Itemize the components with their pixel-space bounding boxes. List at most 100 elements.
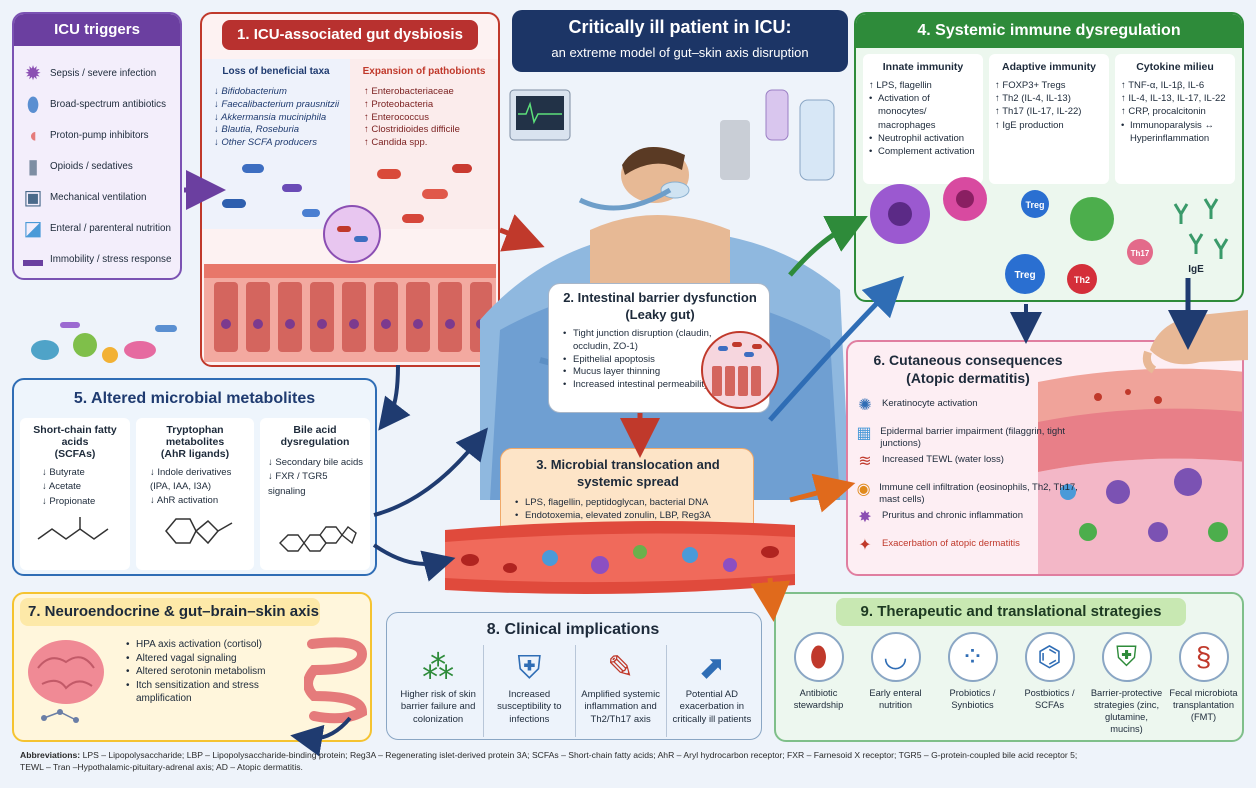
translocation-list: LPS, flagellin, peptidoglycan, bacterial… xyxy=(515,497,751,523)
metabolites-title: 5. Altered microbial metabolites xyxy=(73,390,316,407)
immune-column: Innate immunity↑ LPS, flagellin•Activati… xyxy=(863,54,983,184)
therapeutic-label: Antibiotic stewardship xyxy=(793,688,844,711)
neuro-item: Itch sensitization and stress amplificat… xyxy=(126,679,311,706)
trigger-label: Immobility / stress response xyxy=(50,254,172,265)
bile-acid-column: Bile acid dysregulation ↓ Secondary bile… xyxy=(260,418,370,570)
barrier-item: Tight junction disruption (claudin, occl… xyxy=(563,328,713,354)
bullet: • xyxy=(869,132,873,144)
neuro-item: Altered serotonin metabolism xyxy=(126,665,311,679)
immune-item-text: Neutrophil activation xyxy=(878,132,965,144)
cell-label-treg-1: Treg xyxy=(1025,200,1044,210)
skin-illustration xyxy=(1038,342,1242,574)
center-title-line2: an extreme model of gut–skin axis disrup… xyxy=(551,45,809,60)
barrier-item: Epithelial apoptosis xyxy=(563,354,713,367)
scfa-structure-icon xyxy=(34,513,130,549)
skin-bacteria-icon: ⁂ xyxy=(422,649,455,685)
virus-icon: ✹ xyxy=(24,62,42,85)
immune-item: •Immunoparalysis ↔ Hyperinflammation xyxy=(1121,119,1229,146)
arrow-metabolites-to-patient xyxy=(373,427,488,517)
cutaneous-label: Epidermal barrier impairment (filaggrin,… xyxy=(880,426,1066,450)
arrow-translocation-to-immune xyxy=(768,275,905,422)
arrow-dysbiosis-to-patient xyxy=(499,214,545,252)
scfa-item: ↓ Propionate xyxy=(42,495,96,507)
icu-triggers-list: ✹Sepsis / severe infection⬮Broad-spectru… xyxy=(22,58,176,275)
cutaneous-label: Increased TEWL (water loss) xyxy=(882,454,1004,465)
immune-item-text: ↑ CRP, procalcitonin xyxy=(1121,106,1206,118)
blood-vessel-illustration xyxy=(440,510,800,605)
immune-cell-icon: ◉ xyxy=(856,481,871,498)
keratinocyte-icon: ✺ xyxy=(858,397,872,414)
tryptophan-item: ↓ Indole derivatives (IPA, IAA, I3A) xyxy=(150,467,232,492)
immune-column: Cytokine milieu↑ TNF-α, IL-1β, IL-6↑ IL-… xyxy=(1115,54,1235,184)
cell-label-ige: IgE xyxy=(1188,264,1204,275)
bullet: • xyxy=(1121,119,1125,131)
arrow-vessel-to-therapeutic xyxy=(750,577,791,622)
arrow-vessel-to-cutaneous xyxy=(789,473,856,513)
immune-item: ↑ LPS, flagellin xyxy=(869,79,977,92)
scfa-list: ↓ Butyrate ↓ Acetate ↓ Propionate xyxy=(42,466,130,509)
immune-item: ↑ FOXP3+ Tregs xyxy=(995,79,1103,92)
scfa-item: ↓ Acetate xyxy=(42,481,82,493)
abbreviations-text-2: TEWL – Tran –Hypothalamic-pituitary-adre… xyxy=(20,761,303,772)
translocation-title-line2: systemic spread xyxy=(577,474,679,489)
indole-structure-icon xyxy=(156,511,254,551)
cutaneous-item: ✦ Exacerbation of atopic dermatitis xyxy=(856,538,1086,566)
immune-item: • Neutrophil activation xyxy=(869,132,977,145)
stomach-icon: ◖ xyxy=(26,124,40,147)
therapeutic-panel: 9. Therapeutic and translational strateg… xyxy=(774,592,1244,742)
pathobiont-item: ↑ Proteobacteria xyxy=(364,98,434,110)
cutaneous-item: ✺ Keratinocyte activation xyxy=(856,398,1086,426)
bile-acid-list: ↓ Secondary bile acids↓ FXR / TGR5 signa… xyxy=(268,456,366,499)
iv-bag-icon: ◪ xyxy=(23,217,43,240)
flare-icon: ✦ xyxy=(858,537,872,554)
tewl-icon: ≋ xyxy=(858,453,872,470)
immune-item-text: Complement activation xyxy=(878,146,975,158)
arrow-neuro-return xyxy=(290,716,352,757)
immune-panel: 4. Systemic immune dysregulation Innate … xyxy=(854,12,1244,302)
probiotic-icon: ⁘ xyxy=(960,641,985,672)
immune-item-text: ↑ Th2 (IL-4, IL-13) xyxy=(995,92,1071,104)
therapeutic-item: ◡Early enteral nutrition xyxy=(857,630,934,740)
bullet: • xyxy=(869,146,873,158)
gain-zone xyxy=(350,59,498,229)
cutaneous-label: Exacerbation of atopic dermatitis xyxy=(882,538,1020,549)
trigger-item: ▮Opioids / sedatives xyxy=(22,151,176,182)
gain-list: ↑ Enterobacteriaceae↑ Proteobacteria↑ En… xyxy=(364,86,498,150)
immune-cells-illustration: Treg Treg Th17 Th2 IgE xyxy=(860,174,1238,300)
therapeutic-item: §Fecal microbiota transplantation (FMT) xyxy=(1165,630,1242,740)
clinical-item: ✎Amplified systemic inflammation and Th2… xyxy=(574,645,666,737)
bile-acid-title: Bile acid dysregulation xyxy=(280,424,350,448)
cutaneous-label: Keratinocyte activation xyxy=(882,398,978,409)
immune-item-text: ↑ IgE production xyxy=(995,119,1064,131)
clinical-label: Potential AD exacerbation in critically … xyxy=(672,689,752,725)
barrier-icon: ▦ xyxy=(856,425,872,442)
cutaneous-label: Immune cell infiltration (eosinophils, T… xyxy=(879,482,1078,506)
scfa-item: ↓ Butyrate xyxy=(42,467,85,478)
translocation-item: Endotoxemia, elevated zonulin, LBP, Reg3… xyxy=(515,510,751,523)
ventilator-icon: ▣ xyxy=(23,186,43,209)
clinical-label: Increased susceptibility to infections xyxy=(497,689,562,725)
trigger-label: Broad-spectrum antibiotics xyxy=(50,99,166,110)
immune-item-text: ↑ FOXP3+ Tregs xyxy=(995,79,1066,91)
center-title-line1: Critically ill patient in ICU: xyxy=(568,17,792,37)
shield-icon: ⛨ xyxy=(517,649,542,685)
cutaneous-list: ✺ Keratinocyte activation ▦ Epidermal barri… xyxy=(856,398,1086,566)
intestine-icon: § xyxy=(1195,641,1212,672)
trigger-item: ▬Immobility / stress response xyxy=(22,244,176,275)
abbreviations-text-1: LPS – Lipopolysaccharide; LBP – Lipopoly… xyxy=(82,750,1078,760)
cutaneous-item: ▦ Epidermal barrier impairment (filaggrin… xyxy=(856,426,1086,454)
inflammation-icon: ✸ xyxy=(858,509,872,526)
cell-label-th2: Th2 xyxy=(1074,275,1090,285)
trend-chart-icon: ⬈ xyxy=(698,649,726,685)
brain-icon xyxy=(24,632,110,732)
loss-taxon-item: ↓ Faecalibacterium prausnitzii xyxy=(214,98,340,110)
neuro-item: Altered vagal signaling xyxy=(126,652,311,666)
therapeutic-item: ⌬Postbiotics / SCFAs xyxy=(1011,630,1088,740)
neuro-item: HPA axis activation (cortisol) xyxy=(126,638,311,652)
clinical-panel: 8. Clinical implications ⁂Higher risk of… xyxy=(386,612,762,740)
pathobiont-item: ↑ Candida spp. xyxy=(364,137,428,149)
cutaneous-title-line2: (Atopic dermatitis) xyxy=(906,370,1030,386)
therapeutic-title: 9. Therapeutic and translational strateg… xyxy=(836,598,1186,626)
immune-item: •Activation of monocytes/ macrophages xyxy=(869,92,977,132)
